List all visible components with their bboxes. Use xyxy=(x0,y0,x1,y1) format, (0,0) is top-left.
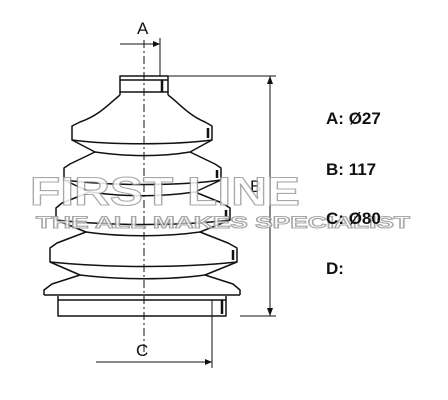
boot-fold-8 xyxy=(79,274,206,280)
dimension-a xyxy=(120,38,161,76)
dimension-c-label: C xyxy=(136,341,148,360)
watermark-brand: FIRST LINE xyxy=(30,170,300,214)
boot-base xyxy=(44,294,240,317)
watermark-tagline: THE ALL MAKES SPECIALIST xyxy=(36,213,411,232)
boot-outline xyxy=(43,75,241,317)
spec-b-value: 117 xyxy=(348,160,377,179)
dimension-b xyxy=(168,75,276,317)
spec-b: B: 117 xyxy=(326,160,376,180)
spec-c-value: Ø80 xyxy=(348,209,381,228)
boot-fold-4 xyxy=(89,191,196,197)
boot-right-profile xyxy=(167,94,241,295)
boot-fold-1 xyxy=(71,139,213,145)
boot-fold-7 xyxy=(49,261,238,268)
dimension-c xyxy=(96,300,213,368)
spec-d: D: xyxy=(326,259,344,279)
spec-b-key: B: xyxy=(326,160,344,179)
boot-fold-2 xyxy=(94,151,191,157)
spec-c-key: C: xyxy=(326,209,344,228)
spec-d-key: D: xyxy=(326,259,344,278)
boot-fold-6 xyxy=(85,231,201,237)
spec-a-value: Ø27 xyxy=(348,109,381,128)
boot-left-profile xyxy=(43,94,121,295)
spec-a: A: Ø27 xyxy=(326,109,381,129)
boot-fold-5 xyxy=(55,219,231,226)
dimension-a-label: A xyxy=(137,19,149,38)
dimension-b-label: B xyxy=(250,177,261,196)
watermark: FIRST LINE THE ALL MAKES SPECIALIST xyxy=(29,169,411,232)
boot-shading xyxy=(160,80,235,314)
spec-c: C: Ø80 xyxy=(326,209,381,229)
spec-a-key: A: xyxy=(326,109,344,128)
